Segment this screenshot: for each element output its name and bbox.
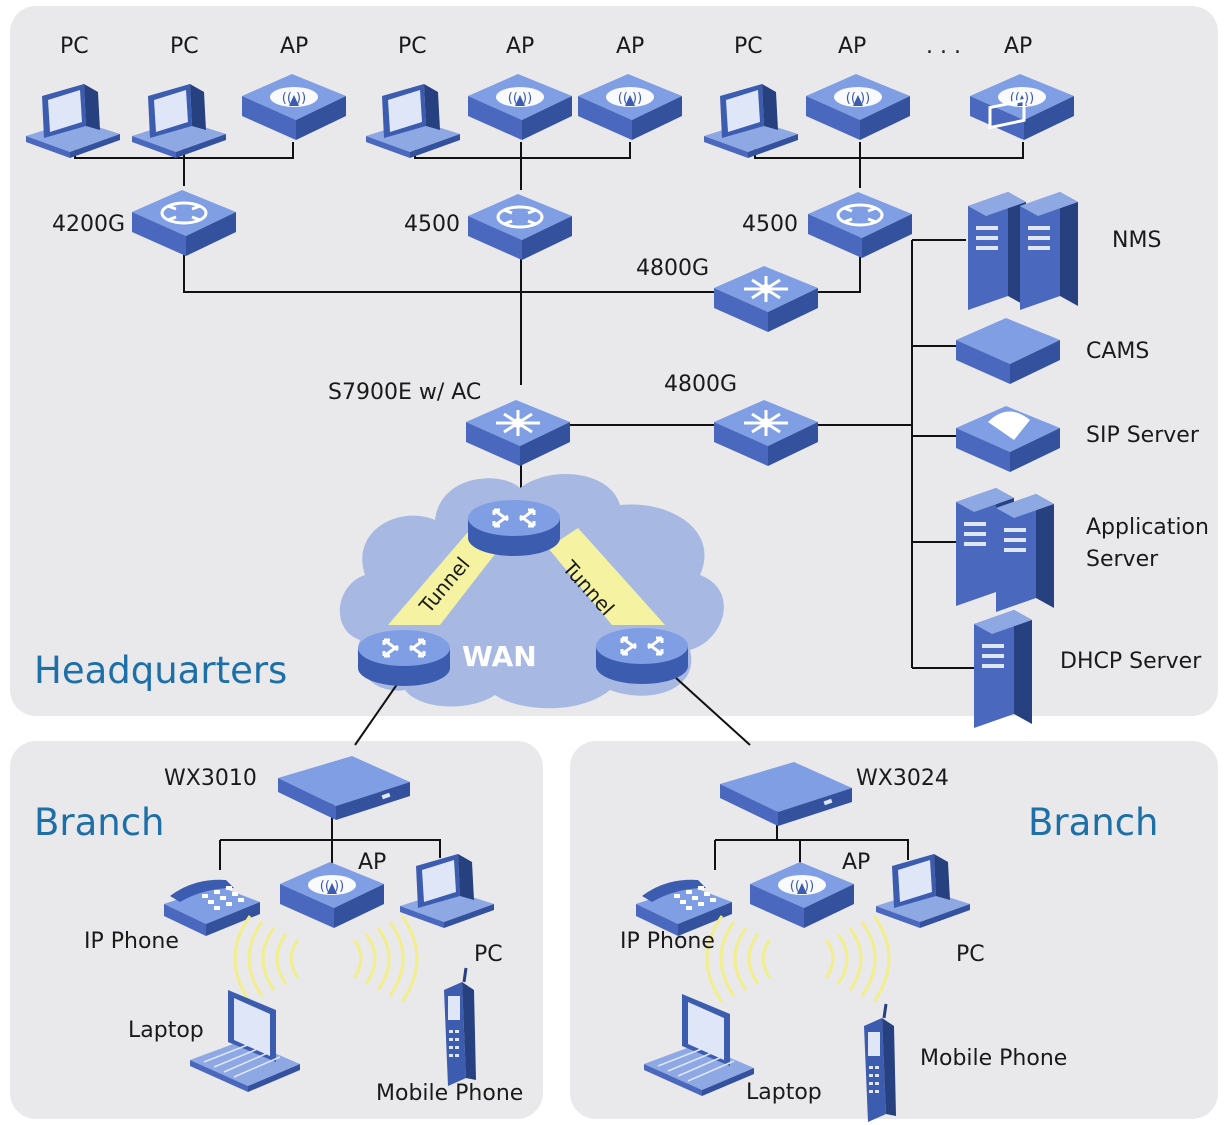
wan-router-top-icon [466,498,562,558]
branch-left-panel [10,741,543,1119]
app-server-label-line1: Application [1086,515,1209,540]
branch-left-ap-label: AP [358,850,387,875]
app-server-2-icon [996,494,1054,612]
hq-ap-1-label: AP [280,34,309,59]
cams-icon [956,98,1060,384]
nms-server-icon [968,192,1026,310]
switch-4800g-bottom-label: 4800G [664,372,738,397]
dhcp-server-icon [974,610,1032,728]
switch-4500-right-label: 4500 [742,212,798,237]
hq-ap-4-label: AP [838,34,867,59]
core-switch-label: S7900E w/ AC [328,380,482,405]
hq-pc-4-label: PC [734,34,763,59]
hq-pc-1-label: PC [60,34,89,59]
branch-left-laptop-label: Laptop [128,1018,204,1043]
switch-4500-mid-label: 4500 [404,212,460,237]
headquarters-title: Headquarters [34,649,288,692]
hq-ap-2-label: AP [506,34,535,59]
branch-left-title: Branch [34,801,165,844]
wx3024-label: WX3024 [856,766,949,791]
wx3010-label: WX3010 [164,766,257,791]
branch-right-mobile-label: Mobile Phone [920,1046,1068,1071]
branch-left-pc-label: PC [474,942,503,967]
wan-router-right-icon [594,626,690,686]
branch-right-pc-label: PC [956,942,985,967]
branch-right-ap-label: AP [842,850,871,875]
branch-left-mobile-label: Mobile Phone [376,1081,524,1106]
hq-ap-3-label: AP [616,34,645,59]
branch-right-ip-phone-label: IP Phone [620,929,715,954]
hq-pc-3-label: PC [398,34,427,59]
hq-ap-5-label: AP [1004,34,1033,59]
wan-label: WAN [462,640,537,673]
cams-label: CAMS [1086,339,1150,364]
wan-router-left-icon [356,628,452,688]
hq-ellipsis-label: . . . [926,34,961,59]
dhcp-server-label: DHCP Server [1060,649,1202,674]
nms-server-2-icon [1020,192,1078,310]
sip-server-label: SIP Server [1086,423,1199,448]
headquarters-panel [10,6,1218,716]
switch-4800g-top-label: 4800G [636,256,710,281]
branch-right-laptop-label: Laptop [746,1080,822,1105]
sip-server-icon [956,406,1060,472]
switch-4200g-label: 4200G [52,212,126,237]
app-server-label-line2: Server [1086,547,1159,572]
branch-right-title: Branch [1028,801,1159,844]
nms-label: NMS [1112,228,1162,253]
branch-left-ip-phone-label: IP Phone [84,929,179,954]
branch-right-panel [570,741,1218,1119]
hq-pc-2-label: PC [170,34,199,59]
